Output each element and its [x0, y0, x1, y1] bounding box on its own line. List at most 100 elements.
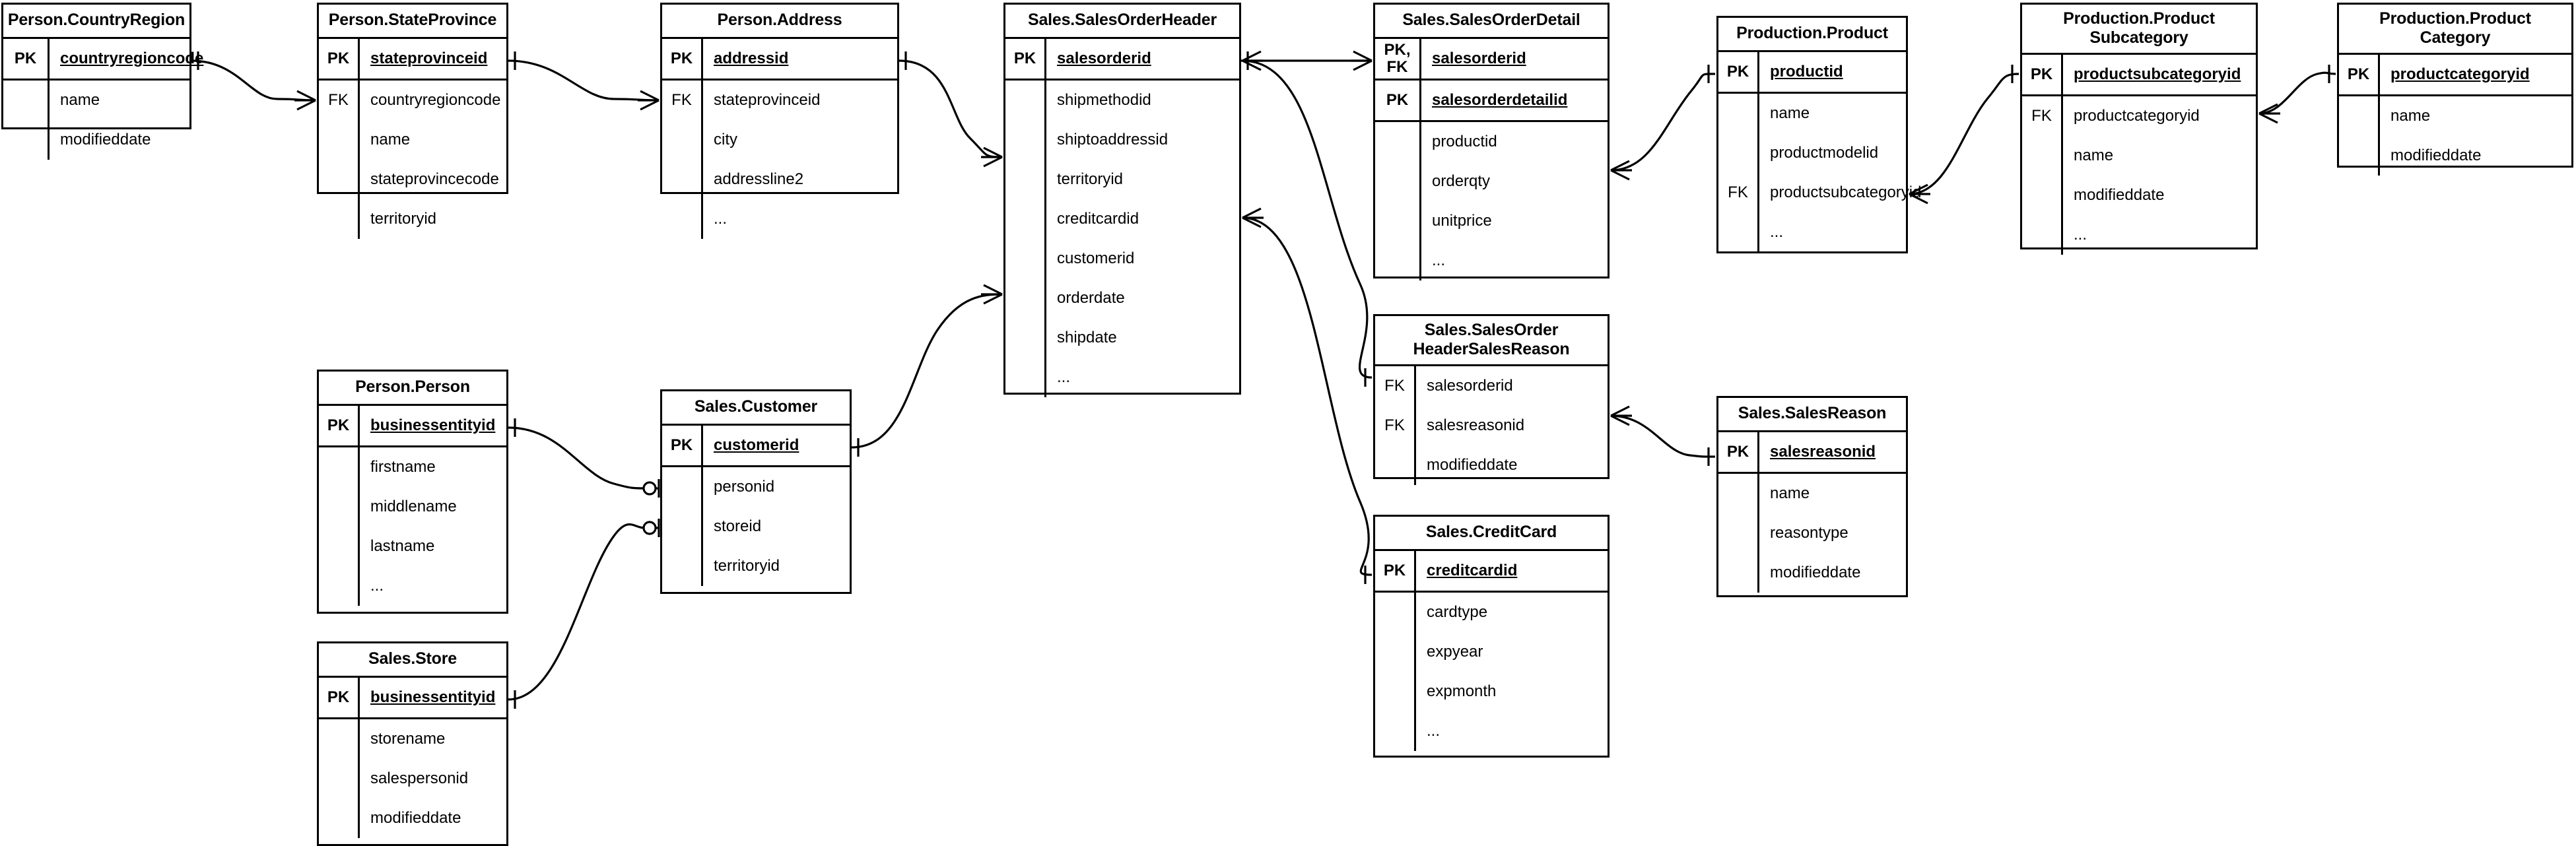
- attribute-row[interactable]: modifieddate: [3, 120, 189, 160]
- attribute-row[interactable]: expyear: [1375, 632, 1608, 672]
- attribute-row[interactable]: ...: [1718, 212, 1906, 252]
- attribute-name: salesorderdetailid: [1432, 91, 1568, 109]
- attribute-key-badge: [319, 566, 360, 606]
- attribute-row[interactable]: middlename: [319, 487, 506, 527]
- attribute-row[interactable]: creditcardid: [1005, 199, 1239, 239]
- attribute-row[interactable]: reasontype: [1718, 513, 1906, 553]
- attribute-row[interactable]: modifieddate: [319, 798, 506, 838]
- attribute-row[interactable]: shipdate: [1005, 318, 1239, 358]
- attribute-row[interactable]: name: [2339, 96, 2571, 136]
- attribute-row[interactable]: ...: [2022, 215, 2256, 255]
- attribute-row[interactable]: productmodelid: [1718, 133, 1906, 173]
- connector-salesorderdetail-product: [1610, 65, 1716, 181]
- attribute-row[interactable]: ...: [1005, 358, 1239, 397]
- attribute-row[interactable]: customerid: [1005, 239, 1239, 278]
- attribute-row[interactable]: salespersonid: [319, 759, 506, 798]
- entity-title-product: Production.Product: [1718, 18, 1906, 52]
- attribute-name: productsubcategoryid: [2074, 65, 2241, 83]
- attribute-row[interactable]: ...: [662, 199, 897, 239]
- attribute-row[interactable]: modifieddate: [2022, 176, 2256, 215]
- attribute-row[interactable]: storeid: [662, 507, 850, 546]
- attribute-name: city: [714, 131, 737, 148]
- attribute-key-badge: FK: [1375, 406, 1416, 445]
- attribute-row[interactable]: territoryid: [1005, 160, 1239, 199]
- attribute-key-badge: PK: [319, 39, 360, 79]
- attribute-row[interactable]: ...: [1375, 241, 1608, 280]
- attribute-row[interactable]: ...: [1375, 711, 1608, 751]
- attribute-row[interactable]: name: [3, 81, 189, 120]
- attribute-row[interactable]: addressline2: [662, 160, 897, 199]
- attribute-row[interactable]: territoryid: [319, 199, 506, 239]
- attribute-row[interactable]: name: [319, 120, 506, 160]
- attribute-row[interactable]: modifieddate: [1718, 553, 1906, 593]
- attribute-row[interactable]: unitprice: [1375, 201, 1608, 241]
- attribute-row[interactable]: storename: [319, 719, 506, 759]
- attribute-row[interactable]: productid: [1375, 122, 1608, 162]
- attribute-key-badge: PK: [1375, 81, 1421, 120]
- attribute-row[interactable]: ...: [319, 566, 506, 606]
- attribute-row[interactable]: name: [1718, 94, 1906, 133]
- attribute-row[interactable]: shipmethodid: [1005, 81, 1239, 120]
- attribute-row[interactable]: name: [2022, 136, 2256, 176]
- attribute-key-badge: [319, 798, 360, 838]
- attribute-row[interactable]: name: [1718, 474, 1906, 513]
- attribute-row[interactable]: firstname: [319, 447, 506, 487]
- attribute-row[interactable]: expmonth: [1375, 672, 1608, 711]
- attribute-row[interactable]: orderqty: [1375, 162, 1608, 201]
- connector-soh-salesreason-salesreason: [1610, 405, 1716, 466]
- attribute-row[interactable]: PK salesorderdetailid: [1375, 81, 1608, 120]
- attribute-name: name: [1770, 484, 1810, 502]
- attribute-key-badge: PK: [1718, 52, 1759, 92]
- attribute-row[interactable]: lastname: [319, 527, 506, 566]
- attribute-row[interactable]: territoryid: [662, 546, 850, 586]
- attribute-name: addressid: [714, 49, 789, 67]
- attribute-row[interactable]: personid: [662, 467, 850, 507]
- attribute-name: ...: [2074, 226, 2087, 244]
- attribute-row[interactable]: stateprovincecode: [319, 160, 506, 199]
- attribute-row[interactable]: cardtype: [1375, 593, 1608, 632]
- attribute-key-badge: [2339, 96, 2380, 136]
- attribute-row[interactable]: orderdate: [1005, 278, 1239, 318]
- attribute-key-badge: [319, 199, 360, 239]
- attribute-row[interactable]: modifieddate: [2339, 136, 2571, 176]
- attribute-row[interactable]: shiptoaddressid: [1005, 120, 1239, 160]
- connector-salesorderheader-soh-salesreason: [1242, 50, 1373, 387]
- attribute-row[interactable]: city: [662, 120, 897, 160]
- attribute-key-badge: FK: [1375, 366, 1416, 406]
- attribute-row[interactable]: modifieddate: [1375, 445, 1608, 485]
